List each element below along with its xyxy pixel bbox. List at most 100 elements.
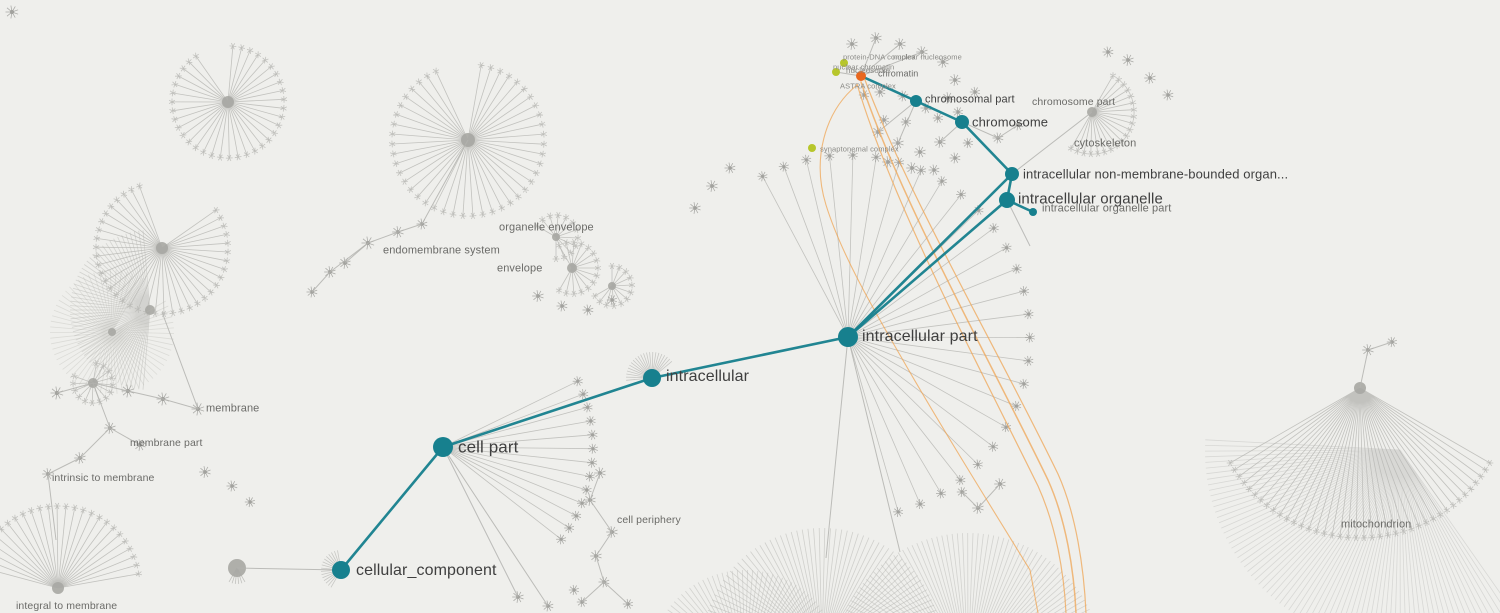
node-intracellular-organelle[interactable] bbox=[999, 192, 1015, 208]
label-cytoskeleton: cytoskeleton bbox=[1074, 137, 1137, 150]
node-intracellular-non-membrane-bounded-organelle[interactable] bbox=[1005, 167, 1019, 181]
burst-core bbox=[940, 179, 944, 183]
burst-core bbox=[710, 184, 714, 188]
fan-spokes bbox=[846, 532, 1090, 613]
burst-core bbox=[589, 419, 593, 423]
burst-core bbox=[886, 160, 890, 164]
burst-core bbox=[851, 153, 855, 157]
burst-core bbox=[1004, 425, 1008, 429]
label-intracellular-organelle: intracellular organelle bbox=[1018, 190, 1163, 208]
label-synaptonemal-complex: synaptonemal complex bbox=[820, 144, 899, 154]
burst-core bbox=[1028, 335, 1032, 340]
gray-edge bbox=[56, 382, 94, 394]
burst-core bbox=[1022, 289, 1026, 293]
burst-core bbox=[559, 537, 563, 541]
label-nuclear-chromatin: nuclear chromatin bbox=[833, 62, 895, 72]
fan-spokes bbox=[1204, 439, 1500, 613]
gray-edge bbox=[109, 427, 141, 446]
label-integral-to-membrane: integral to membrane bbox=[16, 599, 118, 612]
burst-core bbox=[882, 118, 886, 122]
fan-hub bbox=[52, 582, 64, 594]
burst-core bbox=[1126, 58, 1130, 62]
fan-spokes bbox=[1229, 387, 1491, 538]
fan-spokes bbox=[320, 550, 342, 588]
node-intracellular[interactable] bbox=[643, 369, 661, 387]
gray-edge bbox=[1011, 111, 1093, 175]
burst-core bbox=[574, 514, 578, 518]
teal-edge-layer bbox=[339, 74, 1035, 572]
node-chromatin[interactable] bbox=[856, 71, 866, 81]
gray-edge bbox=[1006, 199, 1031, 247]
burst-core bbox=[1026, 359, 1030, 363]
burst-core bbox=[536, 294, 540, 298]
burst-core bbox=[581, 392, 585, 396]
fan-spokes bbox=[70, 230, 151, 390]
node-synaptonemal-complex-hit[interactable] bbox=[808, 144, 816, 152]
burst-core bbox=[590, 433, 595, 437]
label-intracellular-organelle-part: intracellular organelle part bbox=[1042, 202, 1172, 215]
burst-core bbox=[1148, 76, 1152, 80]
fan-hub bbox=[222, 96, 234, 108]
label-chromosome-part: chromosome part bbox=[1032, 95, 1116, 108]
gray-edge bbox=[997, 124, 1019, 139]
gray-edge bbox=[397, 223, 423, 233]
burst-core bbox=[918, 150, 922, 154]
fan-spokes bbox=[392, 65, 544, 216]
gray-edge bbox=[311, 271, 331, 293]
gray-edge bbox=[595, 555, 605, 583]
orange-edge bbox=[864, 79, 1087, 613]
label-intracellular-part: intracellular part bbox=[862, 328, 978, 345]
burst-core bbox=[850, 42, 854, 46]
fan-spokes bbox=[667, 569, 823, 613]
fan-spokes bbox=[536, 215, 579, 259]
burst-core bbox=[580, 501, 584, 505]
burst-core bbox=[203, 470, 207, 474]
node-nucleosome-hit-2[interactable] bbox=[832, 68, 840, 76]
burst-core bbox=[782, 165, 786, 169]
fan-spokes bbox=[49, 269, 175, 395]
fan-hub bbox=[567, 263, 577, 273]
teal-edge bbox=[914, 99, 964, 124]
burst-core bbox=[973, 90, 977, 94]
orange-edge bbox=[819, 84, 1039, 613]
node-chromosome[interactable] bbox=[955, 115, 969, 129]
fan-hub bbox=[108, 328, 116, 336]
fan-spokes bbox=[625, 351, 673, 381]
gray-edge bbox=[92, 382, 111, 429]
teal-edge bbox=[846, 172, 1014, 339]
node-cell-part[interactable] bbox=[433, 437, 453, 457]
gray-edge bbox=[1359, 349, 1369, 389]
gray-edge bbox=[442, 446, 519, 598]
fan-spokes bbox=[1070, 75, 1134, 155]
burst-core bbox=[946, 96, 950, 100]
gray-edge bbox=[589, 472, 601, 501]
burst-core bbox=[1005, 246, 1009, 250]
burst-core bbox=[992, 226, 996, 230]
label-astra-complex: ASTRA complex bbox=[840, 81, 896, 91]
label-nucleosome: nucleosome bbox=[846, 66, 891, 75]
fan-star-tips bbox=[533, 211, 582, 263]
burst-core bbox=[1027, 312, 1031, 316]
burst-core bbox=[248, 500, 252, 504]
fan-spokes bbox=[442, 380, 594, 540]
label-chromosome: chromosome bbox=[972, 114, 1049, 130]
teal-edge bbox=[339, 445, 445, 572]
node-nucleosome-hit-1[interactable] bbox=[840, 59, 848, 67]
label-endomembrane-system: endomembrane system bbox=[383, 244, 500, 257]
node-chromosomal-part[interactable] bbox=[910, 95, 922, 107]
gray-edge bbox=[161, 311, 199, 410]
burst-core bbox=[560, 304, 564, 308]
node-intracellular-organelle-part[interactable] bbox=[1029, 208, 1037, 216]
fan-star-tips bbox=[1067, 72, 1138, 158]
burst-core bbox=[939, 491, 943, 495]
node-cellular-component[interactable] bbox=[332, 561, 350, 579]
burst-core bbox=[966, 141, 970, 145]
gray-edge bbox=[897, 100, 917, 144]
fan-spokes bbox=[171, 46, 284, 159]
node-intracellular-part[interactable] bbox=[838, 327, 858, 347]
fan-star-tips bbox=[388, 61, 548, 220]
gray-edge bbox=[79, 427, 111, 459]
fan-hub bbox=[552, 233, 560, 241]
teal-edge bbox=[960, 120, 1014, 176]
label-cellular-component: cellular_component bbox=[356, 562, 497, 579]
